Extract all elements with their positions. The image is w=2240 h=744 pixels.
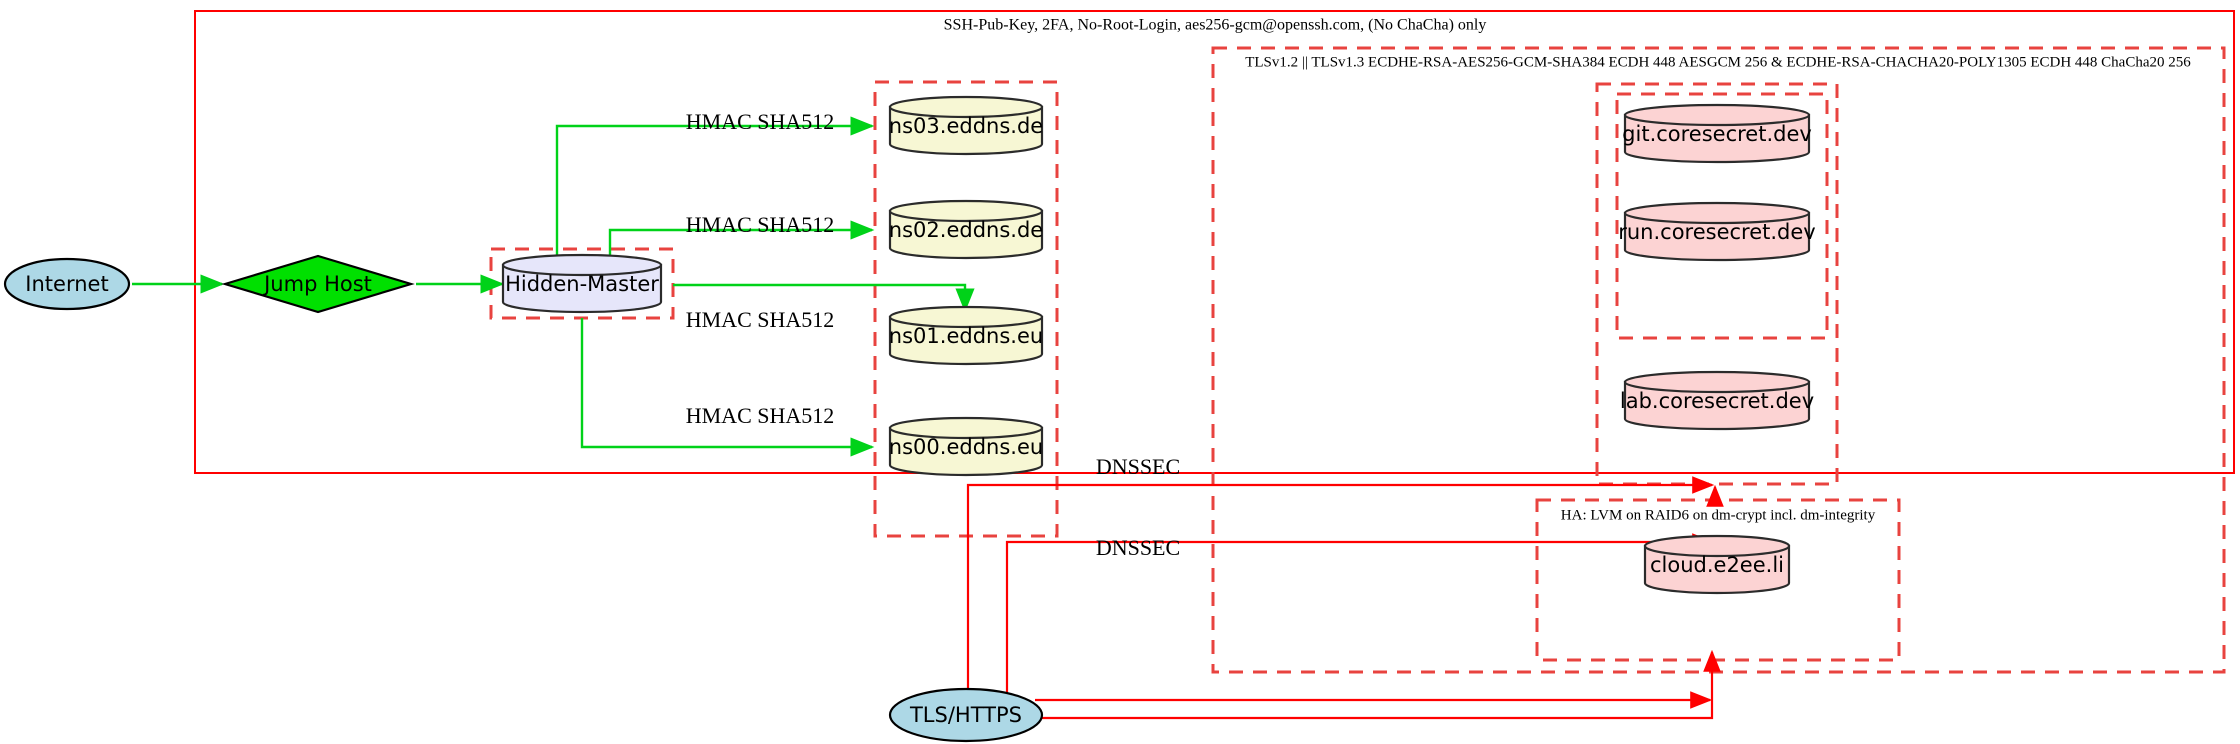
edge-hiddenmaster-ns00 [580,318,875,457]
node-git-coresecret[interactable]: git.coresecret.dev [1622,103,1812,164]
node-run-coresecret[interactable]: run.coresecret.dev [1618,201,1816,262]
node-ns02-label: ns02.eddns.de [889,218,1043,242]
node-hidden-master-label: Hidden-Master [505,272,659,296]
ssh-policy-label: SSH-Pub-Key, 2FA, No-Root-Login, aes256-… [944,17,1487,34]
node-tls-https[interactable]: TLS/HTTPS [888,687,1044,743]
node-cloud-e2ee[interactable]: cloud.e2ee.li [1643,534,1791,595]
tls-policy-label: TLSv1.2 || TLSv1.3 ECDHE-RSA-AES256-GCM-… [1245,54,2191,70]
edge-dnssec-lower [1005,533,1715,714]
node-tls-https-label: TLS/HTTPS [909,703,1022,727]
edge-dnssec-upper [966,476,1715,690]
node-ns00-label: ns00.eddns.eu [889,435,1043,459]
dns-zone-box [873,80,1059,538]
node-hidden-master[interactable]: Hidden-Master [501,253,663,314]
edge-label-hmac-ns01: HMAC SHA512 [686,307,835,332]
node-run-label: run.coresecret.dev [1618,220,1816,244]
node-jump-host[interactable]: Jump Host [221,254,415,314]
node-cloud-label: cloud.e2ee.li [1650,553,1784,577]
coresecret-outer-box [1595,82,1839,486]
node-lab-label: lab.coresecret.dev [1620,389,1814,413]
edge-label-hmac-ns00: HMAC SHA512 [686,403,835,428]
edge-tls-services [1035,649,1721,720]
node-ns01-label: ns01.eddns.eu [889,324,1043,348]
edge-label-hmac-ns03: HMAC SHA512 [686,109,835,134]
node-lab-coresecret[interactable]: lab.coresecret.dev [1620,370,1814,431]
node-ns00[interactable]: ns00.eddns.eu [889,416,1043,477]
node-ns03[interactable]: ns03.eddns.de [889,95,1043,156]
node-ns01[interactable]: ns01.eddns.eu [889,305,1043,366]
node-internet-label: Internet [25,272,108,296]
ha-policy-label: HA: LVM on RAID6 on dm-crypt incl. dm-in… [1561,507,1876,523]
node-ns02[interactable]: ns02.eddns.de [889,199,1043,260]
edge-hiddenmaster-ns01 [673,283,975,313]
edge-label-hmac-ns02: HMAC SHA512 [686,212,835,237]
edge-label-dnssec-lower: DNSSEC [1096,535,1180,560]
edge-hiddenmaster-ns03 [555,116,875,255]
node-jump-host-label: Jump Host [262,272,372,296]
edge-label-dnssec-upper: DNSSEC [1096,454,1180,479]
edge-hiddenmaster-ns02 [608,220,875,255]
node-internet[interactable]: Internet [3,257,131,311]
tls-boundary-box [1211,46,2226,674]
node-ns03-label: ns03.eddns.de [889,114,1043,138]
coresecret-inner-box [1615,92,1829,340]
node-git-label: git.coresecret.dev [1622,122,1812,146]
